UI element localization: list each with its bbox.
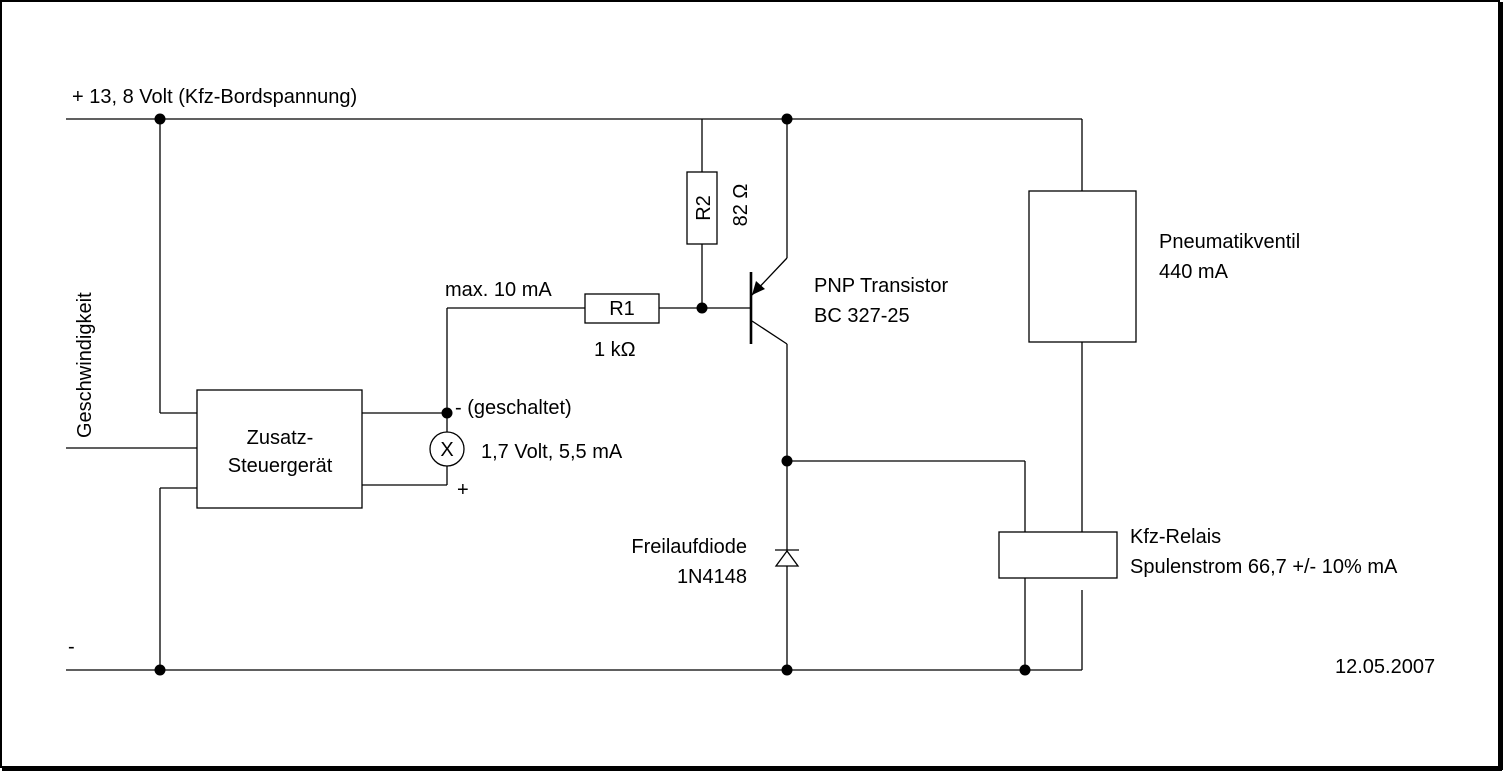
date-label: 12.05.2007: [1335, 656, 1435, 678]
valve-label-line1: Pneumatikventil: [1159, 231, 1300, 253]
relay-label-line1: Kfz-Relais: [1130, 526, 1221, 548]
resistor-r2: [686, 171, 718, 245]
transistor-label-line1: PNP Transistor: [814, 275, 948, 297]
control-unit-label-line2: Steuergerät: [228, 455, 333, 477]
lamp-plus-label: +: [457, 479, 469, 501]
ground-label: -: [68, 636, 75, 658]
r1-value-label: 1 kΩ: [594, 339, 636, 361]
resistor-r1: [584, 293, 660, 324]
lamp-symbol-label: X: [440, 439, 453, 461]
pneumatic-valve-box: [1028, 190, 1137, 343]
ground-rail: [66, 590, 1083, 671]
relay-label-line2: Spulenstrom 66,7 +/- 10% mA: [1130, 556, 1398, 578]
transistor-label-line2: BC 327-25: [814, 305, 910, 327]
freewheel-diode: [774, 549, 800, 567]
control-unit-label-line1: Zusatz-: [247, 427, 314, 449]
r2-value-label: 82 Ω: [730, 184, 752, 227]
r2-name-label: R2: [693, 195, 715, 221]
speed-label: Geschwindigkeit: [74, 292, 96, 438]
control-unit-box: [196, 389, 363, 509]
relay-wiring: [787, 342, 1083, 670]
lamp-symbol: [429, 431, 465, 467]
diode-label-line2: 1N4148: [677, 566, 747, 588]
pnp-transistor: [749, 119, 788, 670]
valve-label-line2: 440 mA: [1159, 261, 1229, 283]
supply-label: + 13, 8 Volt (Kfz-Bordspannung): [72, 86, 357, 108]
junction-dots: [154, 113, 1031, 676]
diode-label-line1: Freilaufdiode: [631, 536, 747, 558]
switched-label: - (geschaltet): [455, 397, 572, 419]
relay-coil-box: [998, 531, 1118, 579]
supply-rail: [66, 118, 1083, 191]
r1-name-label: R1: [609, 298, 635, 320]
r1-current-label: max. 10 mA: [445, 279, 552, 301]
lamp-label: 1,7 Volt, 5,5 mA: [481, 441, 623, 463]
